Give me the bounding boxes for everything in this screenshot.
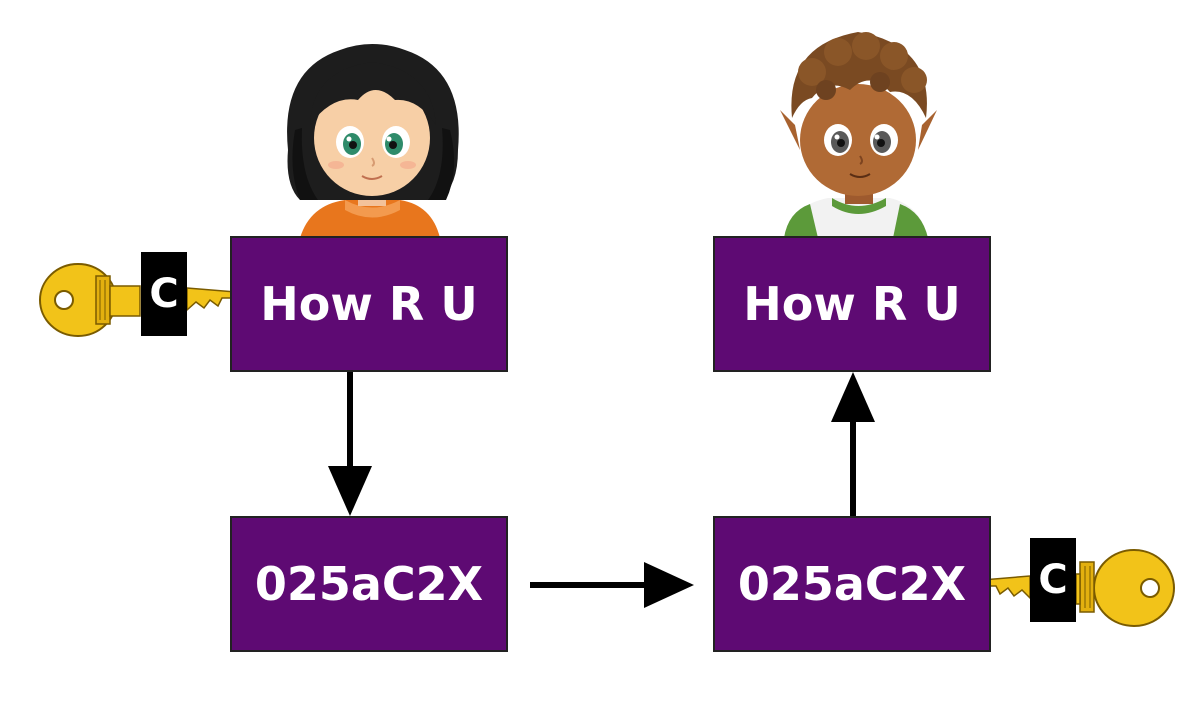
key-icon	[980, 549, 1175, 627]
key-icon	[39, 263, 238, 337]
receiver-ciphertext-box: 025aC2X	[713, 516, 991, 652]
receiver-ciphertext: 025aC2X	[737, 557, 967, 611]
girl-avatar-icon	[287, 44, 459, 238]
sender-key-text: C	[149, 271, 179, 317]
decrypt-arrow	[831, 372, 875, 516]
receiver-plaintext: How R U	[743, 277, 961, 331]
sender-ciphertext-box: 025aC2X	[230, 516, 508, 652]
receiver-key-label: C	[1030, 538, 1076, 622]
sender-plaintext-box: How R U	[230, 236, 508, 372]
receiver-key-text: C	[1038, 557, 1068, 603]
encrypt-arrow	[328, 372, 372, 516]
sender-key-label: C	[141, 252, 187, 336]
transmit-arrow	[530, 562, 694, 608]
boy-avatar-icon	[780, 32, 937, 238]
sender-ciphertext: 025aC2X	[254, 557, 484, 611]
receiver-plaintext-box: How R U	[713, 236, 991, 372]
sender-plaintext: How R U	[260, 277, 478, 331]
